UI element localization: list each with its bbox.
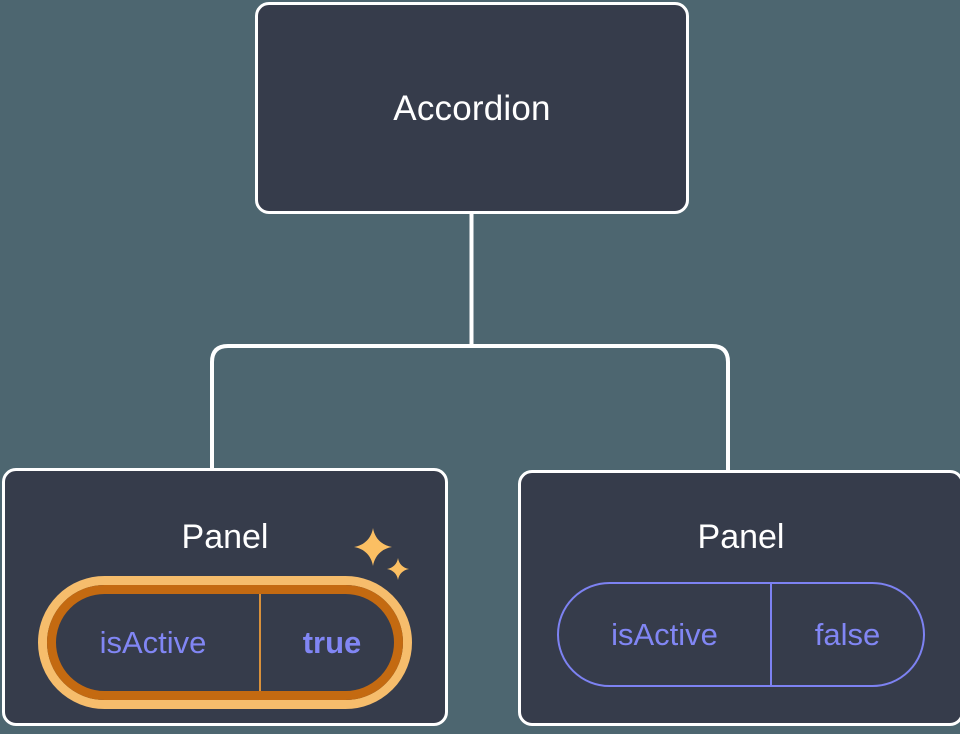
connector-to-panel-left — [210, 344, 472, 470]
tree-node-accordion[interactable]: Accordion — [255, 2, 689, 214]
prop-divider — [770, 584, 772, 685]
prop-value-label: false — [814, 617, 881, 652]
node-label-panel-right: Panel — [697, 518, 785, 556]
prop-value-label: true — [302, 625, 362, 660]
prop-pill-left-wrapper: isActive true — [38, 528, 412, 709]
prop-pill-right-wrapper: isActive false — [557, 582, 925, 687]
node-label-accordion: Accordion — [393, 88, 551, 128]
connector-to-panel-right — [471, 344, 730, 470]
prop-divider — [259, 589, 261, 696]
prop-pill-inner: isActive true — [47, 585, 403, 700]
sparkle-large-icon — [354, 528, 392, 566]
tree-node-panel-right[interactable]: Panel isActive false — [518, 470, 960, 726]
prop-pill-isactive-true[interactable]: isActive true — [38, 576, 412, 709]
prop-pill-isactive-false[interactable]: isActive false — [557, 582, 925, 687]
tree-node-panel-left[interactable]: Panel isActive true — [2, 468, 448, 726]
prop-key-label: isActive — [99, 625, 207, 660]
sparkle-small-icon — [387, 558, 409, 580]
node-label-panel-left: Panel — [181, 518, 269, 556]
prop-key-label: isActive — [611, 617, 718, 652]
